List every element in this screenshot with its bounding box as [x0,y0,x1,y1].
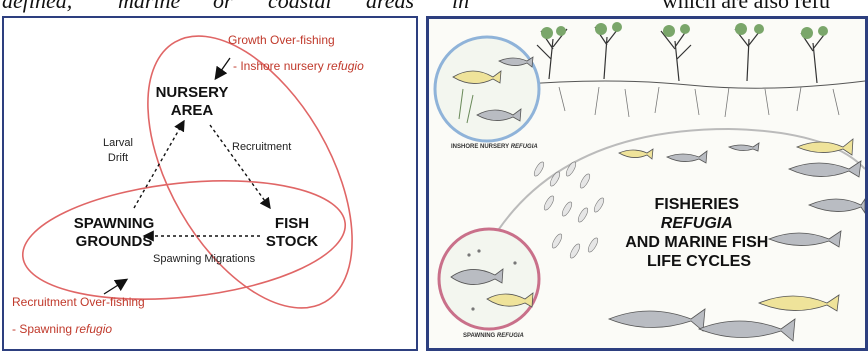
title-line: FISHERIES [655,196,740,213]
node-label: AREA [171,102,214,119]
caption-word: in [452,0,469,14]
mangrove-roots [535,87,839,117]
spawning-inset [439,229,539,329]
label-part-italic: refugio [75,322,112,336]
caption-line: defined, marine or coastal areas in whic… [0,0,868,16]
caption-word: coastal [268,0,332,14]
edge-label-line: Drift [108,152,128,164]
recruitment-label: Recruitment [232,141,291,153]
growth-pointer-arrow [216,58,230,78]
title-line: LIFE CYCLES [647,253,751,270]
recruitment-pointer-arrow [104,280,126,294]
refugia-illustration: INSHORE NURSERY REFUGIA SPAWNING REFUGIA… [429,19,865,348]
nursery-area-node: NURSERYAREA [156,84,229,119]
larvae-drift [532,161,605,260]
caption-word: areas [366,0,414,14]
inshore-refugio-label: - Inshore nursery refugio [233,59,364,73]
inshore-nursery-inset [435,37,539,141]
recruitment-arrow [210,125,270,208]
spawning-refugio-label: - Spawning refugio [12,322,112,336]
life-cycle-diagram-panel: NURSERYAREA SPAWNINGGROUNDS FISHSTOCK La… [2,16,418,351]
label-part: - Inshore nursery [233,59,327,73]
caption-part: INSHORE NURSERY [451,144,511,150]
title-line: AND MARINE FISH [625,234,768,251]
larval-drift-arrow [134,121,184,208]
edge-label-line: Larval [103,137,133,149]
node-label: SPAWNING [74,215,155,232]
recruitment-overfishing-label: Recruitment Over-fishing [12,295,145,309]
spawning-inset-caption: SPAWNING REFUGIA [463,333,524,339]
spawning-migrations-label: Spawning Migrations [153,253,256,265]
label-part-italic: refugio [327,59,364,73]
label-part: - Spawning [12,322,75,336]
inshore-nursery-caption: INSHORE NURSERY REFUGIA [451,144,538,150]
caption-word: defined, [2,0,72,14]
refugia-illustration-panel: INSHORE NURSERY REFUGIA SPAWNING REFUGIA… [426,16,868,351]
growth-overfishing-label: Growth Over-fishing [228,33,335,47]
node-label: FISH [275,215,309,232]
life-cycle-diagram: NURSERYAREA SPAWNINGGROUNDS FISHSTOCK La… [4,18,416,349]
node-label: STOCK [266,233,318,250]
title-line: REFUGIA [661,215,733,232]
mangrove-trees [537,22,828,83]
caption-part-italic: REFUGIA [497,333,524,339]
caption-word: or [213,0,233,14]
node-label: NURSERY [156,84,229,101]
caption-tail: which are also refu [662,0,830,14]
node-label: GROUNDS [76,233,153,250]
caption-part: SPAWNING [463,333,497,339]
spawning-grounds-node: SPAWNINGGROUNDS [74,215,155,250]
caption-part-italic: REFUGIA [511,144,538,150]
water-surface [513,81,865,88]
caption-word: marine [118,0,180,14]
fish-stock-node: FISHSTOCK [266,215,318,250]
larval-drift-label: LarvalDrift [103,137,133,164]
illustration-title: FISHERIES REFUGIA AND MARINE FISH LIFE C… [625,196,773,270]
